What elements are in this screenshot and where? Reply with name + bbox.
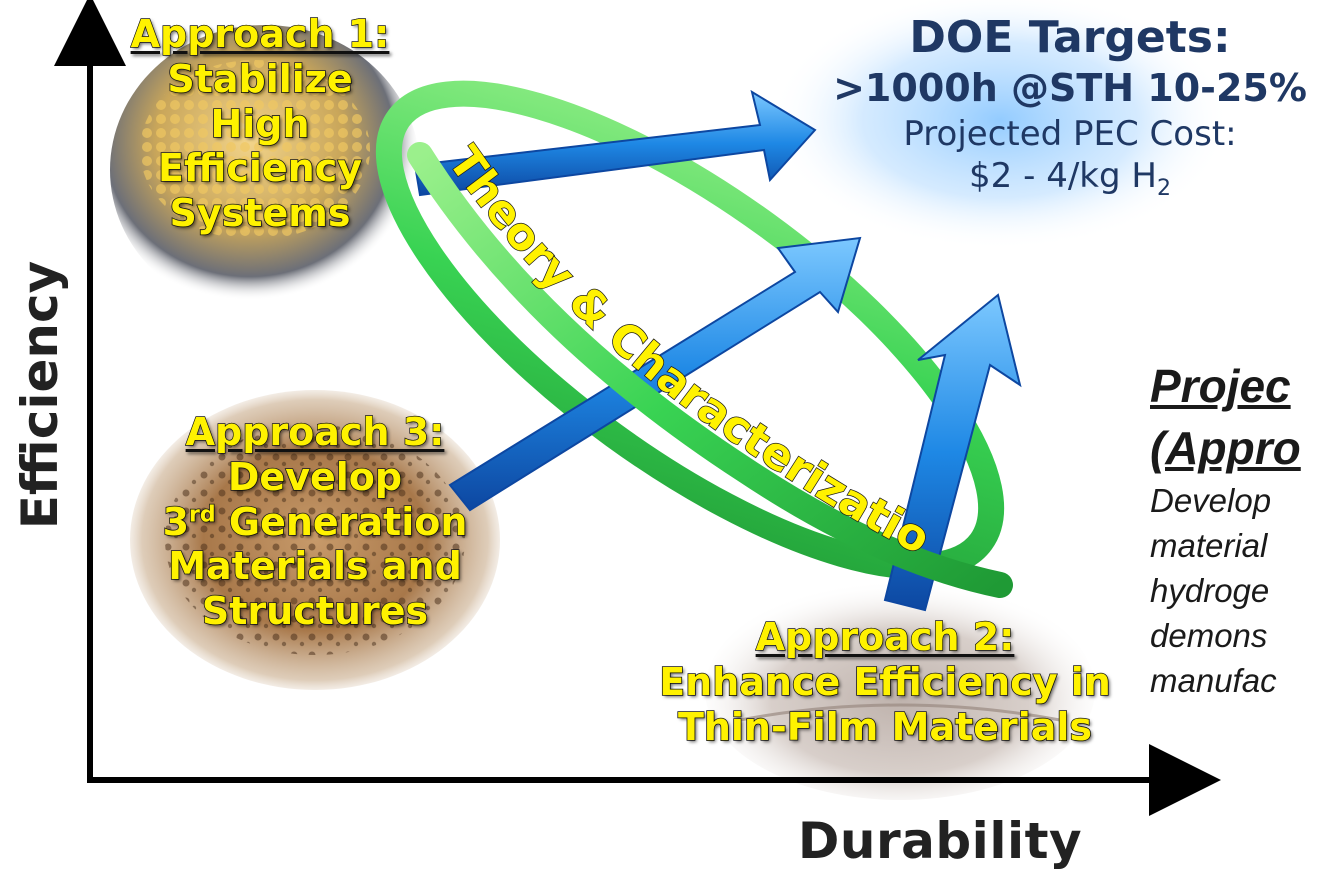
objective-title-line: (Appro — [1150, 422, 1301, 475]
objective-body-line: hydroge — [1150, 571, 1270, 609]
approach3-heading: Approach 3: — [185, 409, 445, 454]
approach2-block: Approach 2: Enhance Efficiency in Thin-F… — [630, 614, 1140, 750]
approach1-line: High — [210, 101, 311, 147]
approach3-line: Structures — [201, 589, 429, 635]
approach2-line: Enhance Efficiency in — [658, 659, 1111, 705]
doe-cost-label: Projected PEC Cost: — [903, 113, 1237, 154]
approach1-line: Efficiency — [157, 146, 363, 192]
theory-characterization-ring — [375, 80, 1005, 580]
doe-target: >1000h @STH 10-25% — [833, 66, 1307, 110]
objective-body-line: demons — [1150, 616, 1268, 654]
ring-front-segment — [407, 142, 1013, 598]
approach2-material-image — [705, 580, 1095, 800]
objective-title-line: Projec — [1150, 360, 1291, 412]
approach1-line: Stabilize — [167, 56, 354, 102]
approach1-heading: Approach 1: — [130, 11, 390, 56]
approach2-line: Thin-Film Materials — [677, 704, 1093, 750]
objective-body-line: Develop — [1150, 482, 1272, 520]
x-axis-label: Durability — [797, 812, 1083, 870]
approach3-block: Approach 3: Develop 3rd Generation Mater… — [135, 409, 495, 635]
approach2-heading: Approach 2: — [755, 614, 1015, 659]
doe-title: DOE Targets: — [909, 12, 1231, 63]
objective-body-line: material — [1150, 527, 1268, 565]
objective-body-line: manufac — [1150, 661, 1277, 699]
approach3-line: Develop — [227, 454, 403, 500]
doe-glow — [770, 0, 1230, 250]
approach3-material-image — [130, 390, 500, 690]
approach3-generation-line: 3rd Generation — [162, 499, 468, 545]
project-objective: Projec (Appro Develop material hydroge d… — [1150, 355, 1332, 704]
approach1-block: Approach 1: Stabilize High Efficiency Sy… — [110, 11, 410, 237]
approach1-line: Systems — [169, 191, 352, 237]
arrow-approach1-to-target — [413, 89, 817, 197]
arrow-approach3-to-target — [448, 236, 862, 512]
approach1-material-image — [110, 25, 420, 315]
doe-targets: DOE Targets: >1000h @STH 10-25% Projecte… — [790, 10, 1332, 202]
approach3-line: Materials and — [167, 544, 462, 590]
doe-cost-value: $2 - 4/kg H2 — [969, 156, 1171, 201]
